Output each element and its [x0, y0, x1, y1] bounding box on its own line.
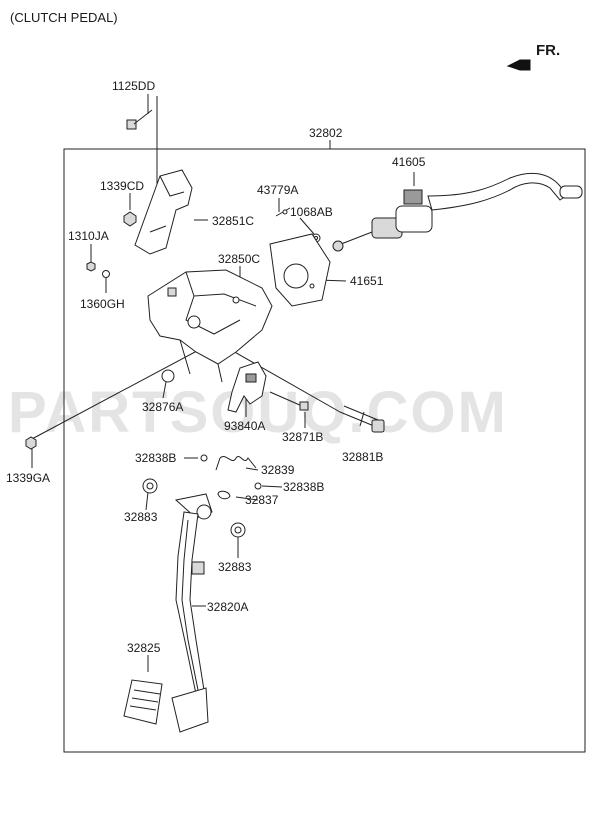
part-label-1339cd[interactable]: 1339CD [100, 179, 144, 193]
diagram-title: (CLUTCH PEDAL) [10, 10, 118, 25]
part-label-32850c[interactable]: 32850C [218, 252, 260, 266]
bushing-32838b-left[interactable] [200, 454, 208, 462]
bolt-32871b[interactable] [269, 391, 309, 411]
part-label-32881b[interactable]: 32881B [342, 450, 383, 464]
part-label-32838b-right[interactable]: 32838B [283, 480, 324, 494]
part-label-32871b[interactable]: 32871B [282, 430, 323, 444]
pedal-pad-32825[interactable] [123, 679, 163, 725]
part-label-32838b-left[interactable]: 32838B [135, 451, 176, 465]
nut-1339ga[interactable] [25, 436, 37, 450]
part-label-32802[interactable]: 32802 [309, 126, 343, 140]
part-label-1339ga[interactable]: 1339GA [6, 471, 50, 485]
bracket-32851c[interactable] [134, 169, 193, 255]
front-label: FR. [536, 42, 560, 59]
part-label-32837[interactable]: 32837 [245, 493, 279, 507]
part-label-41605[interactable]: 41605 [392, 155, 426, 169]
bushing-32838b-right[interactable] [254, 482, 262, 490]
part-labels: 1125DD 1339CD 32851C 43779A 1068AB 41605… [6, 79, 426, 655]
part-label-32825[interactable]: 32825 [127, 641, 161, 655]
part-label-93840a[interactable]: 93840A [224, 419, 265, 433]
part-label-43779a[interactable]: 43779A [257, 183, 298, 197]
part-label-32876a[interactable]: 32876A [142, 400, 183, 414]
bolt-1125dd[interactable] [126, 109, 153, 130]
assembly-frame [63, 148, 586, 753]
switch-93840a[interactable] [227, 361, 267, 413]
part-label-32820a[interactable]: 32820A [207, 600, 248, 614]
gasket-41651[interactable] [269, 233, 331, 307]
pedal-arm-32820a[interactable] [171, 493, 213, 733]
part-label-1125dd[interactable]: 1125DD [112, 79, 155, 93]
front-arrow-icon [506, 59, 531, 71]
part-label-32883-left[interactable]: 32883 [124, 510, 158, 524]
part-label-32839[interactable]: 32839 [261, 463, 295, 477]
part-label-1310ja[interactable]: 1310JA [68, 229, 109, 243]
bushing-32883-right[interactable] [230, 522, 246, 538]
bushing-32883-left[interactable] [142, 478, 158, 494]
part-label-41651[interactable]: 41651 [350, 274, 384, 288]
bolt-32881b[interactable] [339, 405, 385, 433]
master-cylinder-41605[interactable] [332, 172, 583, 252]
part-label-32883-right[interactable]: 32883 [218, 560, 252, 574]
clip-32837[interactable] [217, 490, 231, 500]
washer-1360gh[interactable] [102, 270, 110, 278]
nut-1339cd[interactable] [123, 211, 137, 227]
part-label-32851c[interactable]: 32851C [212, 214, 254, 228]
front-direction-indicator: FR. [506, 42, 560, 71]
nut-1310ja[interactable] [86, 261, 96, 272]
spring-32839[interactable] [215, 456, 257, 471]
bumper-32876a[interactable] [161, 369, 175, 383]
part-label-1068ab[interactable]: 1068AB [290, 205, 333, 219]
pedal-bracket-32850c[interactable] [147, 269, 273, 383]
part-label-1360gh[interactable]: 1360GH [80, 297, 125, 311]
pin-43779a[interactable] [275, 207, 291, 217]
